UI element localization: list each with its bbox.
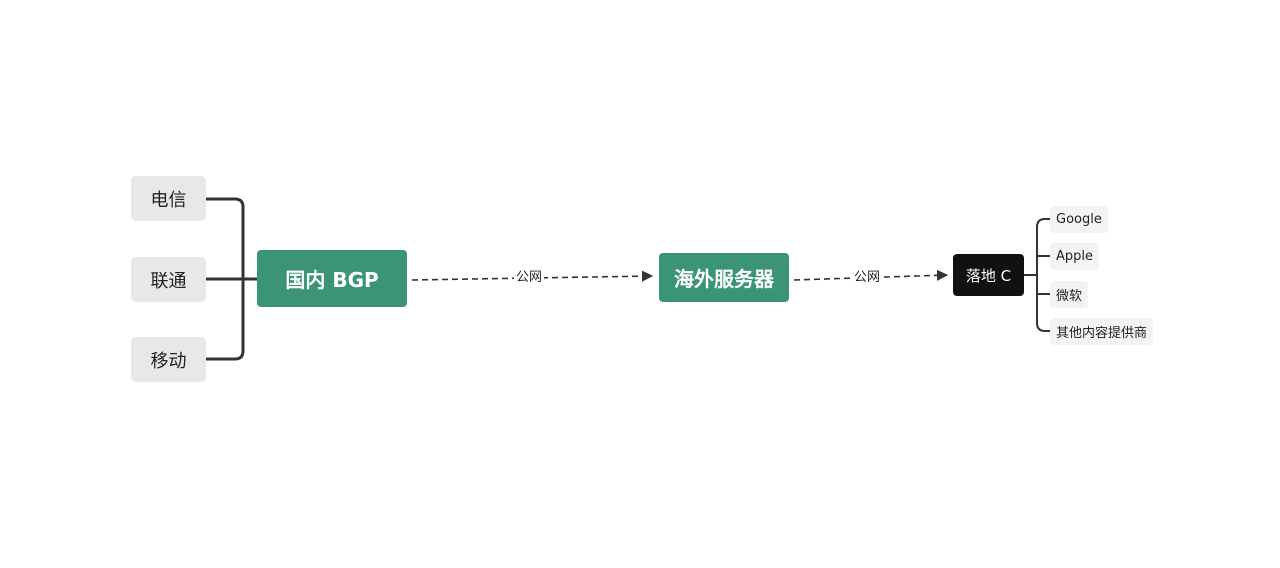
node-apple[interactable]: Apple — [1050, 243, 1100, 270]
node-unicom[interactable]: 联通 — [131, 257, 206, 302]
node-landing-c[interactable]: 落地 C — [953, 254, 1024, 296]
node-other-providers-label: 其他内容提供商 — [1056, 326, 1148, 341]
node-overseas-server-label: 海外服务器 — [674, 267, 774, 291]
node-domestic-bgp-label: 国内 BGP — [285, 268, 379, 292]
node-overseas-server[interactable]: 海外服务器 — [659, 253, 789, 302]
edge-overseas-to-landing — [793, 269, 949, 281]
node-microsoft-label: 微软 — [1056, 289, 1083, 304]
node-mobile-label: 移动 — [150, 350, 187, 372]
edge-overseas-to-landing-label: 公网 — [851, 270, 883, 286]
node-google-label: Google — [1056, 212, 1102, 227]
node-telecom[interactable]: 电信 — [131, 176, 206, 221]
edge-hub-to-overseas-label: 公网 — [513, 270, 545, 286]
node-google[interactable]: Google — [1050, 206, 1108, 233]
node-mobile[interactable]: 移动 — [131, 337, 206, 382]
node-microsoft[interactable]: 微软 — [1050, 281, 1089, 308]
node-apple-label: Apple — [1056, 249, 1094, 264]
node-unicom-label: 联通 — [150, 270, 187, 292]
bracket-destinations — [1036, 218, 1050, 332]
node-domestic-bgp[interactable]: 国内 BGP — [257, 250, 407, 307]
node-other-providers[interactable]: 其他内容提供商 — [1050, 318, 1154, 345]
node-telecom-label: 电信 — [150, 189, 187, 211]
node-landing-c-label: 落地 C — [965, 266, 1012, 285]
